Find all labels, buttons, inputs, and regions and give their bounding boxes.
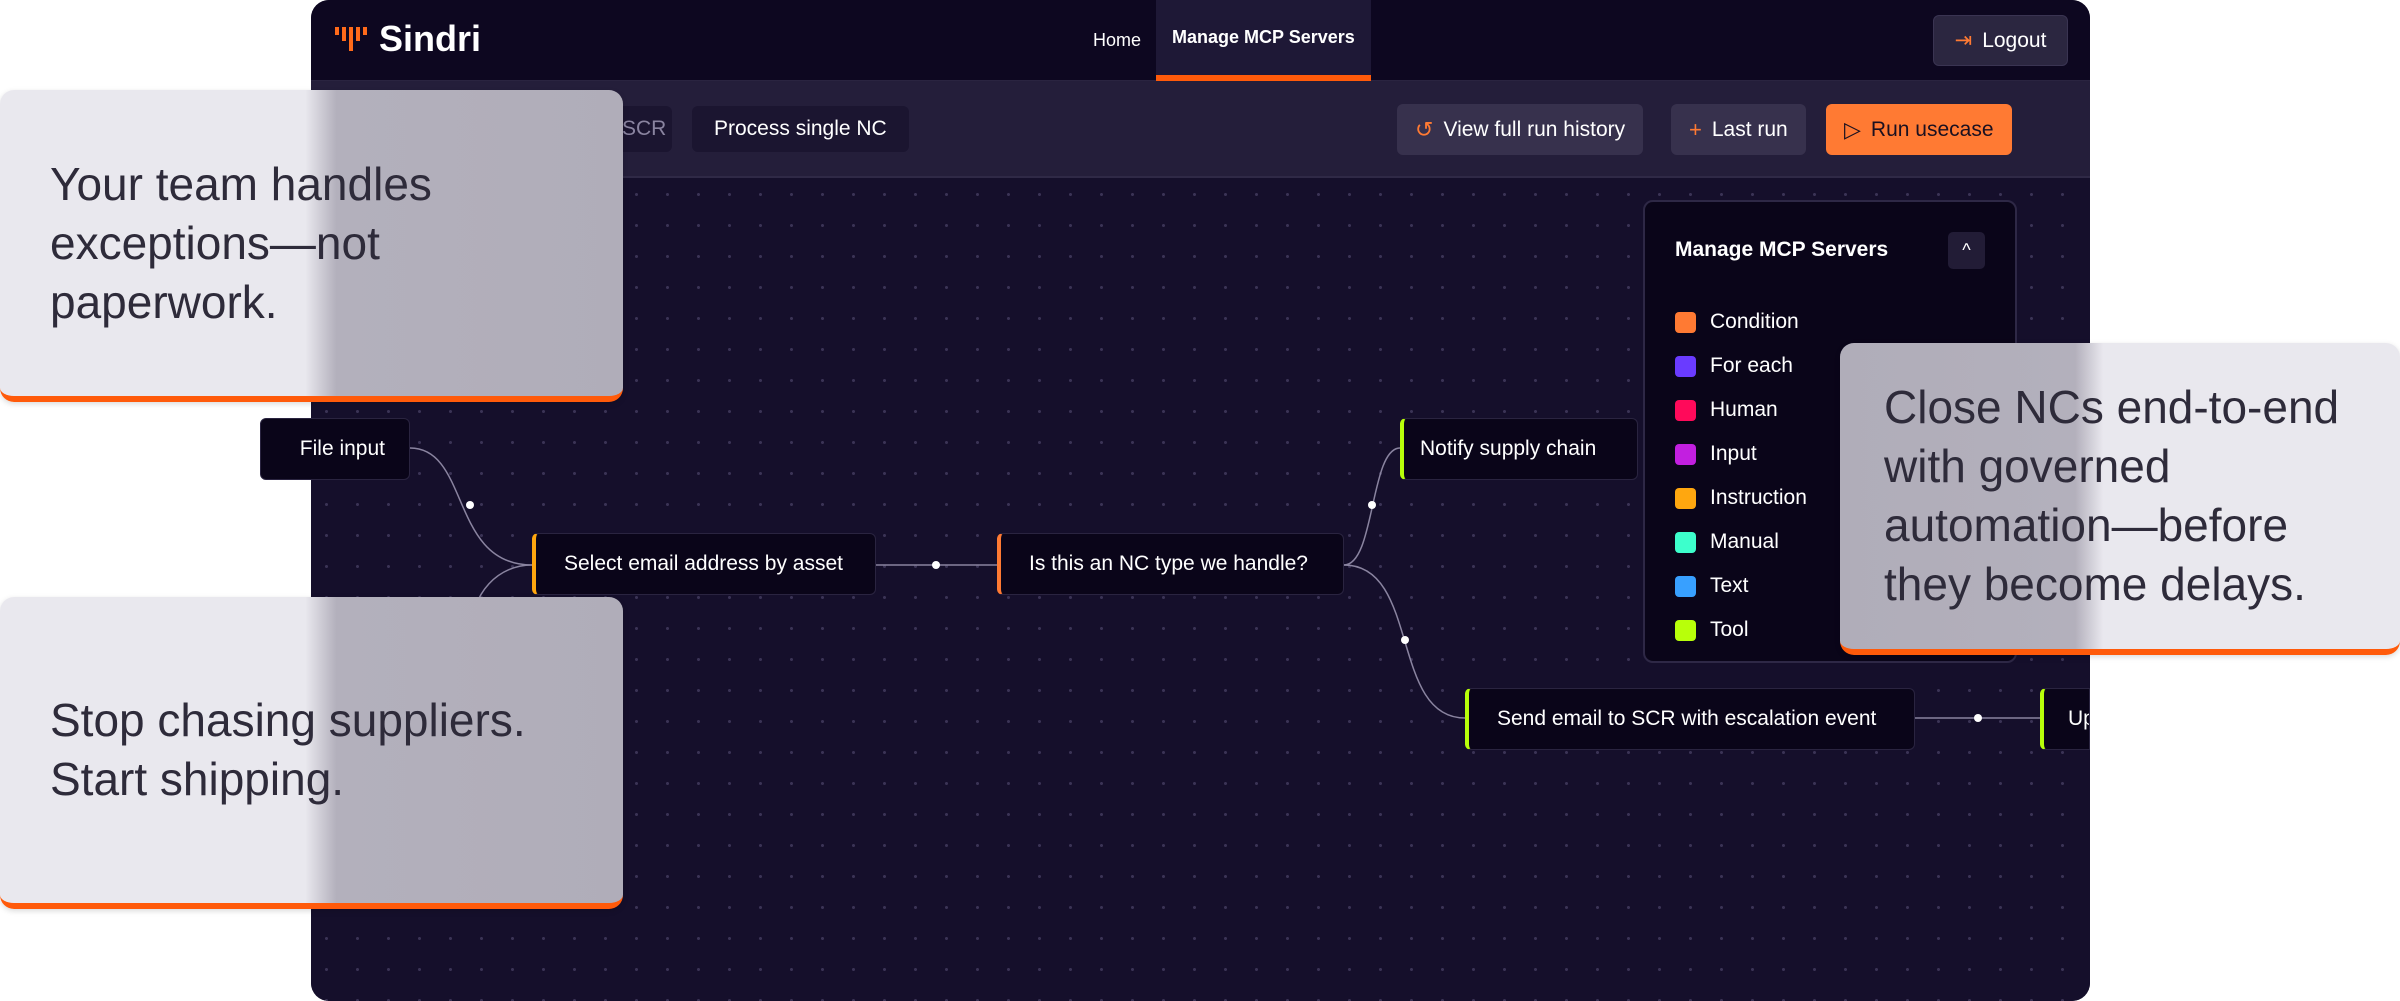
color-swatch <box>1675 531 1696 553</box>
nav-manage-mcp-servers[interactable]: Manage MCP Servers <box>1156 0 1371 81</box>
legend-label: Tool <box>1710 618 1749 641</box>
node-label: Notify supply chain <box>1420 437 1597 460</box>
node-select-email[interactable]: Select email address by asset <box>532 533 876 595</box>
legend-label: Manual <box>1710 530 1779 553</box>
plus-icon: + <box>1689 116 1702 142</box>
brand-name: Sindri <box>379 18 482 59</box>
node-update[interactable]: Update <box>2040 688 2090 750</box>
view-run-history-button[interactable]: ↺ View full run history <box>1397 104 1644 155</box>
button-label: View full run history <box>1443 117 1626 141</box>
color-swatch <box>1675 575 1696 597</box>
color-swatch <box>1675 311 1696 333</box>
history-icon: ↺ <box>1415 116 1434 142</box>
logo[interactable]: Sindri <box>335 18 481 60</box>
callout-text: Stop chasing suppliers. Start shipping. <box>50 694 526 805</box>
callout-card: Stop chasing suppliers. Start shipping. <box>0 597 623 909</box>
panel-title: Manage MCP Servers <box>1675 238 1889 261</box>
logout-icon: ⇥ <box>1954 29 1973 52</box>
play-icon: ▷ <box>1844 116 1861 142</box>
callout-text: Close NCs end-to-end with governed autom… <box>1884 381 2340 610</box>
chip-process-single-nc[interactable]: Process single NC <box>692 106 909 152</box>
button-label: Last run <box>1711 117 1788 141</box>
legend-item: Manual <box>1675 520 1807 564</box>
nav-home[interactable]: Home <box>1093 30 1142 50</box>
legend-label: Text <box>1710 574 1749 597</box>
last-run-button[interactable]: + Last run <box>1671 104 1806 155</box>
legend-item: Input <box>1675 432 1807 476</box>
color-swatch <box>1675 399 1696 421</box>
logout-button[interactable]: ⇥ Logout <box>1933 15 2068 66</box>
logout-label: Logout <box>1982 28 2047 52</box>
legend-label: For each <box>1710 354 1793 377</box>
node-label: Send email to SCR with escalation event <box>1497 707 1877 730</box>
top-nav: Sindri Home Manage MCP Servers ⇥ Logout <box>311 0 2090 81</box>
node-label: Is this an NC type we handle? <box>1029 552 1308 575</box>
callout-card: Your team handles exceptions—not paperwo… <box>0 90 623 402</box>
legend-label: Condition <box>1710 310 1799 333</box>
legend-item: Condition <box>1675 300 1807 344</box>
legend-item: For each <box>1675 344 1807 388</box>
run-usecase-button[interactable]: ▷ Run usecase <box>1826 104 2012 155</box>
legend-label: Input <box>1710 442 1757 465</box>
legend-label: Human <box>1710 398 1778 421</box>
color-swatch <box>1675 619 1696 641</box>
node-nc-type-condition[interactable]: Is this an NC type we handle? <box>997 533 1344 595</box>
color-swatch <box>1675 355 1696 377</box>
node-label: File input <box>299 437 385 460</box>
node-notify-supply-chain[interactable]: Notify supply chain <box>1400 418 1638 480</box>
callout-text: Your team handles exceptions—not paperwo… <box>50 157 432 328</box>
legend-item: Human <box>1675 388 1807 432</box>
chevron-up-icon[interactable]: ^ <box>1948 232 1985 269</box>
color-swatch <box>1675 443 1696 465</box>
node-file-input[interactable]: File input <box>260 418 410 480</box>
sindri-logo-icon <box>335 23 371 55</box>
color-swatch <box>1675 487 1696 509</box>
legend-item: Text <box>1675 564 1807 608</box>
legend-item: Tool <box>1675 608 1807 652</box>
legend-label: Instruction <box>1710 486 1807 509</box>
node-label: Update <box>2068 707 2089 730</box>
button-label: Run usecase <box>1870 117 1994 141</box>
callout-card: Close NCs end-to-end with governed autom… <box>1840 343 2400 655</box>
node-label: Select email address by asset <box>564 552 843 575</box>
legend-item: Instruction <box>1675 476 1807 520</box>
node-send-email-scr[interactable]: Send email to SCR with escalation event <box>1465 688 1915 750</box>
